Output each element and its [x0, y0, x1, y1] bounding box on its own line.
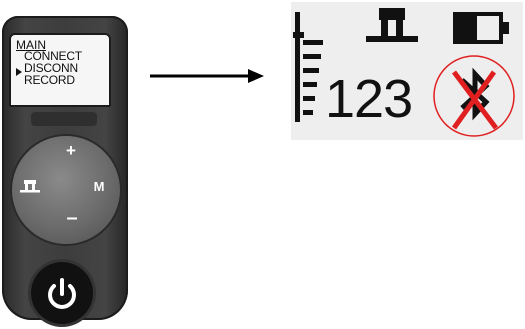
device-neck	[31, 112, 97, 126]
plus-button[interactable]: +	[66, 141, 76, 160]
bluetooth-disabled-icon	[433, 55, 515, 137]
menu-item-record[interactable]: RECORD	[24, 73, 75, 87]
mode-button[interactable]: M	[93, 179, 105, 194]
pair-icon	[20, 180, 40, 193]
menu-title: MAIN	[16, 38, 46, 52]
minus-button[interactable]: –	[66, 207, 78, 229]
power-icon	[48, 278, 76, 309]
signal-strength-icon	[293, 12, 323, 122]
power-button[interactable]	[31, 262, 93, 324]
device-screen: MAIN CONNECT DISCONN RECORD	[9, 33, 111, 107]
status-bar-zoom	[291, 2, 523, 140]
battery-icon	[453, 12, 509, 44]
arrow-icon	[150, 69, 264, 83]
pair-icon	[366, 8, 418, 42]
pair-button[interactable]	[20, 179, 40, 193]
menu-item-disconn[interactable]: DISCONN	[24, 61, 78, 75]
selection-arrow-icon	[16, 68, 22, 76]
menu-item-connect[interactable]: CONNECT	[24, 49, 82, 63]
counter-value: 123	[325, 69, 413, 129]
